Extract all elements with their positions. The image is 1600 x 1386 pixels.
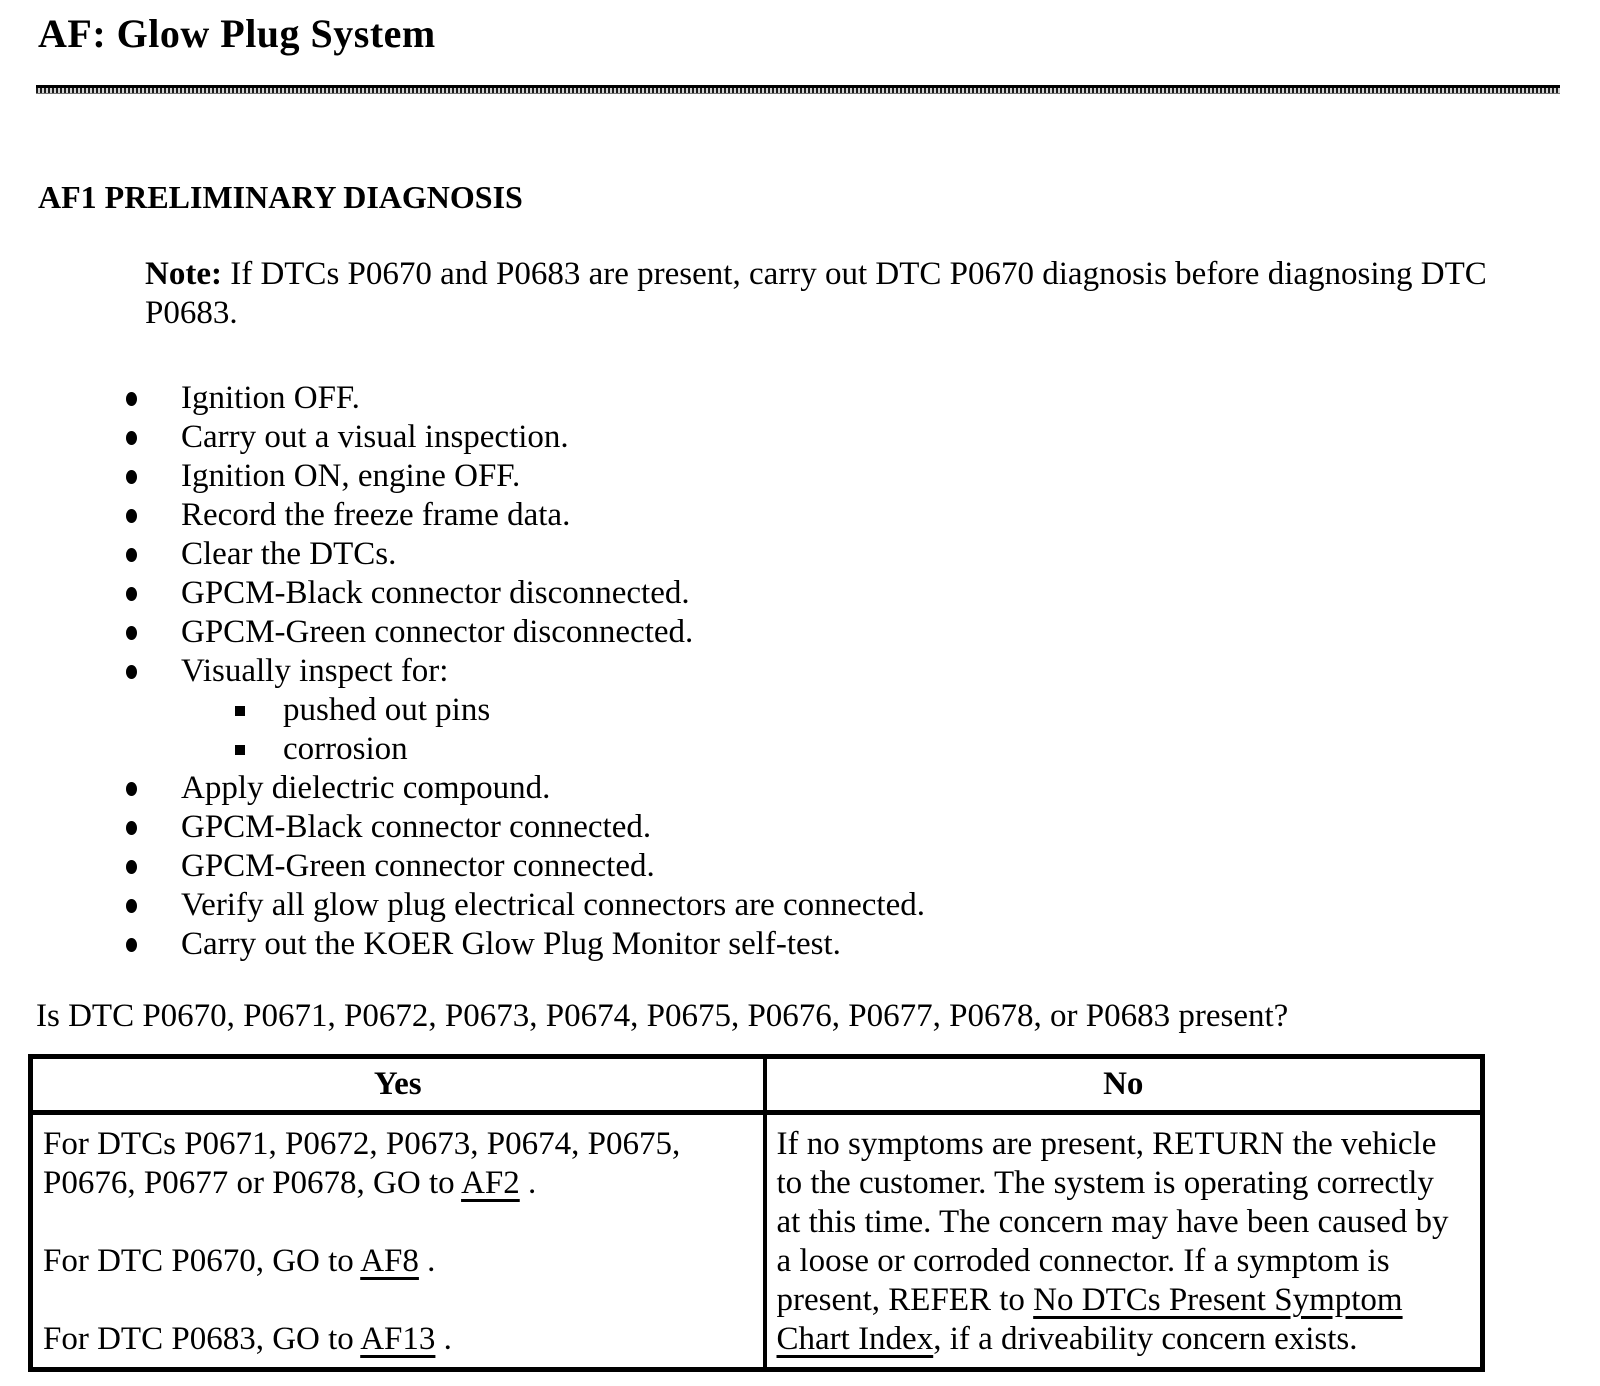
decision-table: Yes No For DTCs P0671, P0672, P0673, P06… [28,1054,1485,1372]
table-header-yes: Yes [28,1054,767,1115]
question-text: Is DTC P0670, P0671, P0672, P0673, P0674… [36,998,1289,1034]
yes-paragraph: For DTCs P0671, P0672, P0673, P0674, P06… [43,1125,753,1203]
checklist: Ignition OFF. Carry out a visual inspect… [38,379,1560,964]
no-paragraph: If no symptoms are present, RETURN the v… [777,1125,1459,1359]
list-item-text: Ignition ON, engine OFF. [181,458,521,494]
yes-paragraph-suffix: . [418,1243,436,1279]
yes-paragraph: For DTC P0670, GO to AF8 . [43,1242,753,1281]
list-item-text: Verify all glow plug electrical connecto… [181,887,925,923]
horizontal-rule [36,85,1560,94]
yes-paragraph: For DTC P0683, GO to AF13 . [43,1320,753,1359]
list-item: Verify all glow plug electrical connecto… [126,886,1560,925]
note-text: If DTCs P0670 and P0683 are present, car… [145,256,1487,331]
link-af8[interactable]: AF8 [360,1243,419,1279]
no-paragraph-prefix: If no symptoms are present, RETURN the v… [776,1126,1449,1318]
yes-paragraph-prefix: For DTC P0683, GO to [43,1321,361,1357]
list-item-text: Carry out the KOER Glow Plug Monitor sel… [181,926,841,962]
yes-cell: For DTCs P0671, P0672, P0673, P0674, P06… [28,1110,767,1372]
note-label: Note: [145,256,222,292]
list-item: Record the freeze frame data. [126,496,1560,535]
page-title: AF: Glow Plug System [38,11,436,56]
list-item-text: GPCM-Black connector connected. [181,809,652,845]
note: Note: If DTCs P0670 and P0683 are presen… [145,255,1535,333]
list-item: Ignition ON, engine OFF. [126,457,1560,496]
sublist-item: corrosion [235,730,1560,769]
list-item: Carry out the KOER Glow Plug Monitor sel… [126,925,1560,964]
table-body-row: For DTCs P0671, P0672, P0673, P0674, P06… [28,1110,1485,1372]
list-item-text: Apply dielectric compound. [181,770,551,806]
list-item-text: GPCM-Green connector disconnected. [181,614,694,650]
link-af13[interactable]: AF13 [360,1321,436,1357]
sublist-item-text: pushed out pins [283,692,491,728]
yes-paragraph-suffix: . [435,1321,452,1357]
list-item: Apply dielectric compound. [126,769,1560,808]
list-item-text: GPCM-Green connector connected. [181,848,655,884]
list-item: Visually inspect for: pushed out pins co… [126,652,1560,769]
yes-paragraph-suffix: . [519,1165,537,1201]
list-item-text: Carry out a visual inspection. [181,419,569,455]
list-item: Clear the DTCs. [126,535,1560,574]
sublist-item: pushed out pins [235,691,1560,730]
link-af2[interactable]: AF2 [461,1165,520,1201]
no-cell: If no symptoms are present, RETURN the v… [762,1110,1485,1372]
list-item-text: Visually inspect for: [181,653,449,689]
list-item: GPCM-Green connector disconnected. [126,613,1560,652]
yes-paragraph-prefix: For DTCs P0671, P0672, P0673, P0674, P06… [43,1126,681,1201]
list-item: Ignition OFF. [126,379,1560,418]
section-heading: AF1 PRELIMINARY DIAGNOSIS [38,179,523,215]
list-item: GPCM-Black connector disconnected. [126,574,1560,613]
list-item: GPCM-Green connector connected. [126,847,1560,886]
table-header-row: Yes No [28,1054,1485,1115]
list-item-text: Record the freeze frame data. [181,497,571,533]
list-item-text: Clear the DTCs. [181,536,397,572]
list-item: Carry out a visual inspection. [126,418,1560,457]
no-paragraph-suffix: , if a driveability concern exists. [933,1321,1358,1357]
sublist: pushed out pins corrosion [181,691,1560,769]
list-item-text: GPCM-Black connector disconnected. [181,575,690,611]
link-no-dtcs-present-symptom-chart-index[interactable]: No DTCs Present Symptom Chart Index [776,1282,1403,1357]
sublist-item-text: corrosion [283,731,408,767]
yes-paragraph-prefix: For DTC P0670, GO to [43,1243,361,1279]
list-item-text: Ignition OFF. [181,380,360,416]
table-header-no: No [762,1054,1485,1115]
list-item: GPCM-Black connector connected. [126,808,1560,847]
